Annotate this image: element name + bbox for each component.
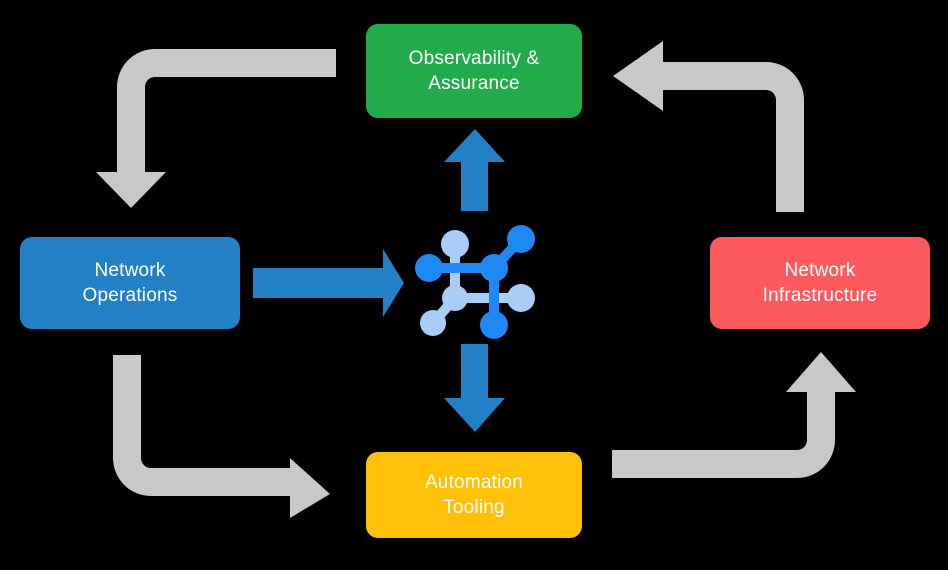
arrow-netops-to-center	[253, 249, 404, 317]
node-observability-assurance[interactable]: Observability & Assurance	[366, 24, 582, 118]
node-automation-label-line1: Automation	[424, 471, 524, 493]
arrow-netops-to-automation-shape	[113, 355, 330, 518]
node-netinfra-label-line2: Infrastructure	[762, 285, 878, 306]
node-observability-label-line1: Observability &	[408, 47, 540, 69]
node-observability-label-line2: Assurance	[428, 73, 520, 94]
topology-node-mid-right	[507, 284, 535, 312]
arrow-observability-to-netops	[96, 49, 336, 208]
arrow-observability-to-netops-shape	[96, 49, 336, 208]
topology-secondary-edges	[429, 239, 526, 327]
node-network-infrastructure[interactable]: Network Infrastructure	[710, 237, 930, 329]
topology-node-hub	[480, 254, 508, 282]
topology-node-bottom	[480, 311, 508, 339]
topology-primary-nodes	[415, 225, 535, 339]
topology-node-top-right	[507, 225, 535, 253]
node-network-operations[interactable]: Network Operations	[20, 237, 240, 329]
topology-node-top-mid	[441, 230, 469, 258]
arrow-center-to-observability-shape	[444, 129, 505, 211]
arrow-center-to-observability	[444, 129, 505, 211]
arrow-automation-to-netinfra-shape	[612, 352, 856, 478]
arrow-netinfra-to-observability-shape	[613, 41, 804, 212]
topology-secondary-nodes	[420, 230, 535, 336]
node-automation-tooling[interactable]: Automation Tooling	[366, 452, 582, 538]
node-netops-label-line1: Network	[94, 259, 166, 281]
arrow-center-to-automation-shape	[444, 344, 505, 432]
node-netops-label-line2: Operations	[82, 285, 178, 306]
topology-primary-edges	[425, 235, 525, 330]
topology-node-mid-left	[442, 285, 468, 311]
arrow-automation-to-netinfra	[612, 352, 856, 478]
node-automation-label-line2: Tooling	[443, 497, 505, 518]
topology-node-bottom-left-leaf	[420, 310, 446, 336]
arrow-netops-to-automation	[113, 355, 330, 518]
topology-node-left	[415, 254, 443, 282]
node-netinfra-label-line1: Network	[784, 259, 856, 281]
arrow-netinfra-to-observability	[613, 41, 804, 212]
arrow-center-to-automation	[444, 344, 505, 432]
arrow-netops-to-center-shape	[253, 249, 404, 317]
